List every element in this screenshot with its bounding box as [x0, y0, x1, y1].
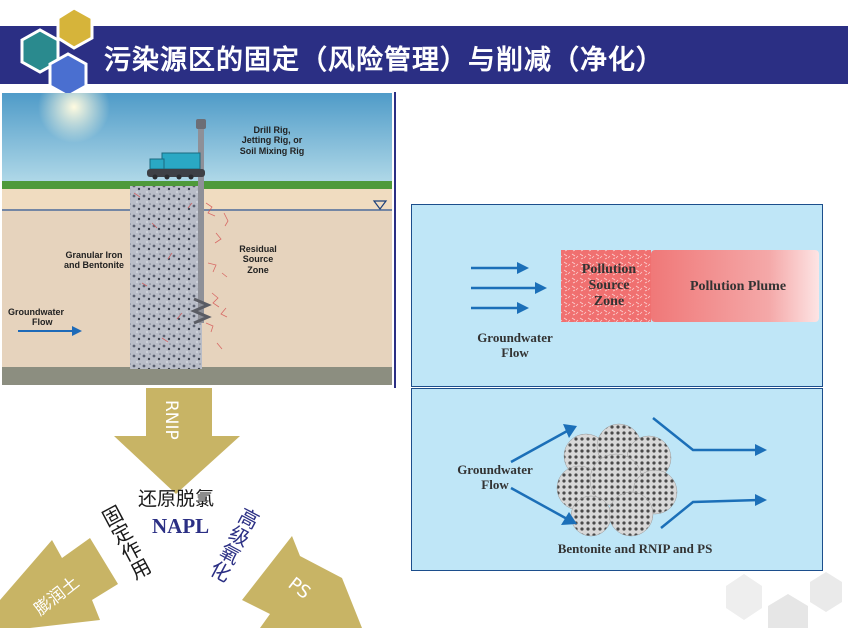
- title-bar: [0, 26, 848, 84]
- vertical-divider: [394, 92, 396, 388]
- rnip-arrow-label: RNIP: [161, 400, 181, 440]
- napl-label: NAPL: [152, 514, 210, 538]
- treatment-diagram: [510, 417, 767, 537]
- page-title: 污染源区的固定（风险管理）与削减（净化）: [104, 45, 664, 76]
- hexagon-logo-icon: [20, 6, 94, 98]
- bentonite-caption: Bentonite and RNIP and PS: [557, 541, 713, 556]
- decorative-hexagons-icon: [726, 572, 842, 628]
- reductive-dechlorination-label: 还原脱氯: [138, 488, 215, 510]
- pollution-plume-label: Pollution Plume: [689, 279, 787, 294]
- pollution-plume-diagram: [471, 250, 819, 322]
- mechanism-arrows: [0, 388, 362, 628]
- remediation-illustration: [2, 93, 392, 385]
